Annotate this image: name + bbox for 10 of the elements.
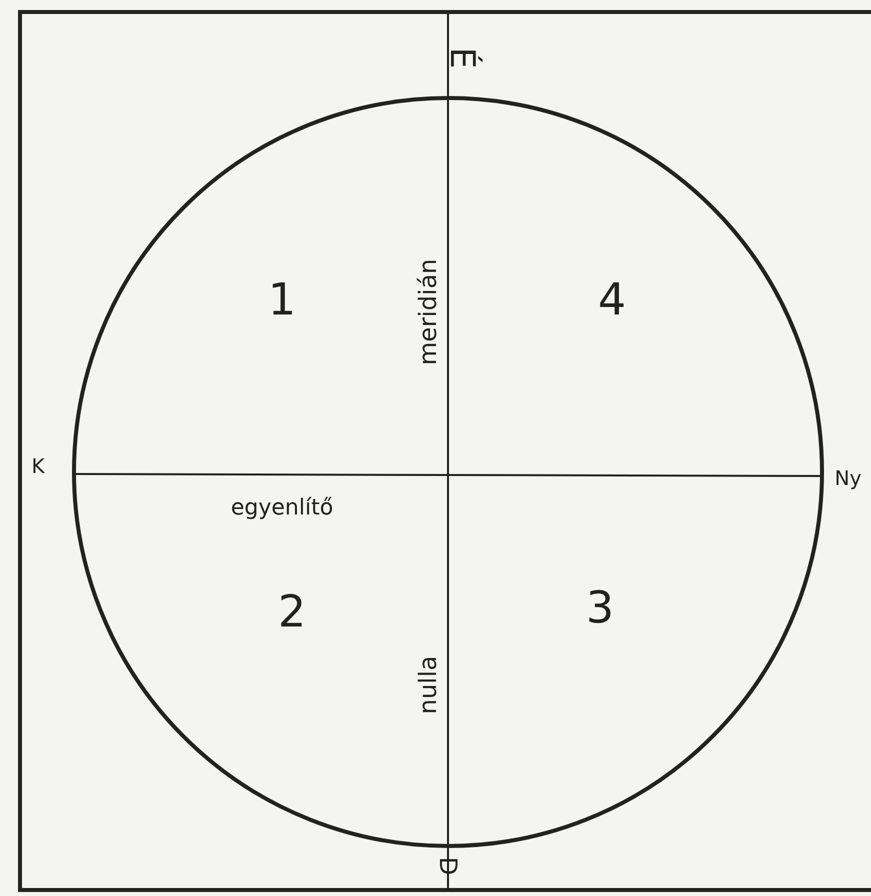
axis-label: egyenlítő [230, 496, 334, 520]
compass-label: É [442, 47, 482, 69]
compass-label: Ny [834, 466, 862, 490]
quadrant-number: 1 [268, 274, 296, 326]
quadrant-number: 4 [598, 274, 626, 326]
quadrant-number: 2 [278, 586, 306, 638]
compass-label: K [31, 454, 45, 478]
axis-label: nulla [414, 656, 442, 714]
quadrant-number: 3 [586, 582, 614, 634]
axis-label: meridián [414, 258, 442, 366]
